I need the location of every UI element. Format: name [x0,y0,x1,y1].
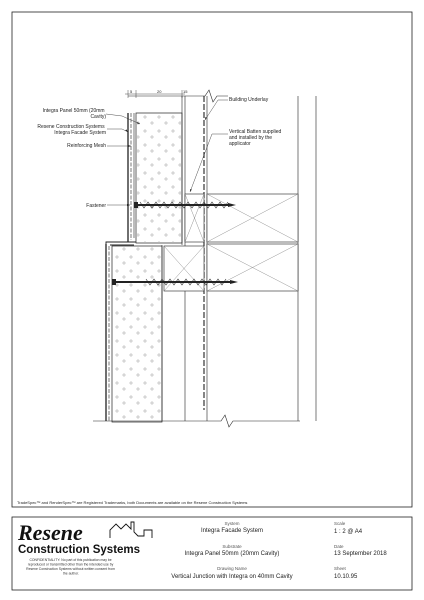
upper-fastener [134,201,236,209]
lower-nogging-cross-b [206,243,299,292]
date-caption: Date [334,544,344,549]
upper-nogging-cross-b [206,193,299,243]
trademark-note: TradeSpec™ and RenderSpec™ are Registere… [17,500,247,505]
label-vertical-batten: Vertical Batten supplied and installed b… [229,129,283,147]
drawing-border [11,11,413,508]
label-facade-system: Resene Construction Systems Integra Faca… [37,124,106,136]
dim-right: 15 [183,89,188,94]
title-block: Resene Construction Systems CONFIDENTIAL… [17,520,387,580]
dim-left: 5 [130,89,133,94]
lower-batten-cross-b [163,245,205,292]
label-integra-panel: Integra Panel 50mm (20mm Cavity) [43,108,107,120]
lower-panel-hatch [113,247,161,421]
brand-name: Resene [17,520,83,545]
upper-batten-cross-b [184,193,205,243]
system-caption: System [224,521,239,526]
brand-subtitle: Construction Systems [18,544,140,556]
title-block-border [11,516,413,591]
drawing-name-caption: Drawing Name [217,566,247,571]
scale-caption: Scale [334,521,346,526]
dim-mid: 20 [157,89,162,94]
top-break-line [128,89,228,103]
confidentiality-notice: CONFIDENTIALITY: No part of this publica… [26,558,116,576]
lower-fastener [112,278,238,286]
leader-panel [105,113,141,125]
junction-detail: 5 20 15 Integra Panel 50mm (20mm Cavity)… [37,89,317,428]
sheet-value: 10.10.95 [334,574,358,580]
label-fastener: Fastener [86,203,106,209]
substrate-value: Integra Panel 50mm (20mm Cavity) [185,551,280,557]
date-value: 13 September 2018 [334,551,387,557]
system-value: Integra Facade System [201,528,263,534]
label-reinforcing-mesh: Reinforcing Mesh [67,143,106,149]
sheet-caption: Sheet [334,566,347,571]
bottom-break-line [93,414,300,428]
label-building-underlay: Building Underlay [229,97,269,103]
leader-batten [189,133,228,193]
leader-underlay [204,99,228,121]
leader-system [107,128,129,133]
house-logo-icon [109,521,153,538]
upper-panel-hatch [137,114,181,242]
drawing-name-value: Vertical Junction with Integra on 40mm C… [171,574,292,580]
substrate-caption: Substrate [222,544,242,549]
scale-value: 1 : 2 @ A4 [334,529,363,535]
